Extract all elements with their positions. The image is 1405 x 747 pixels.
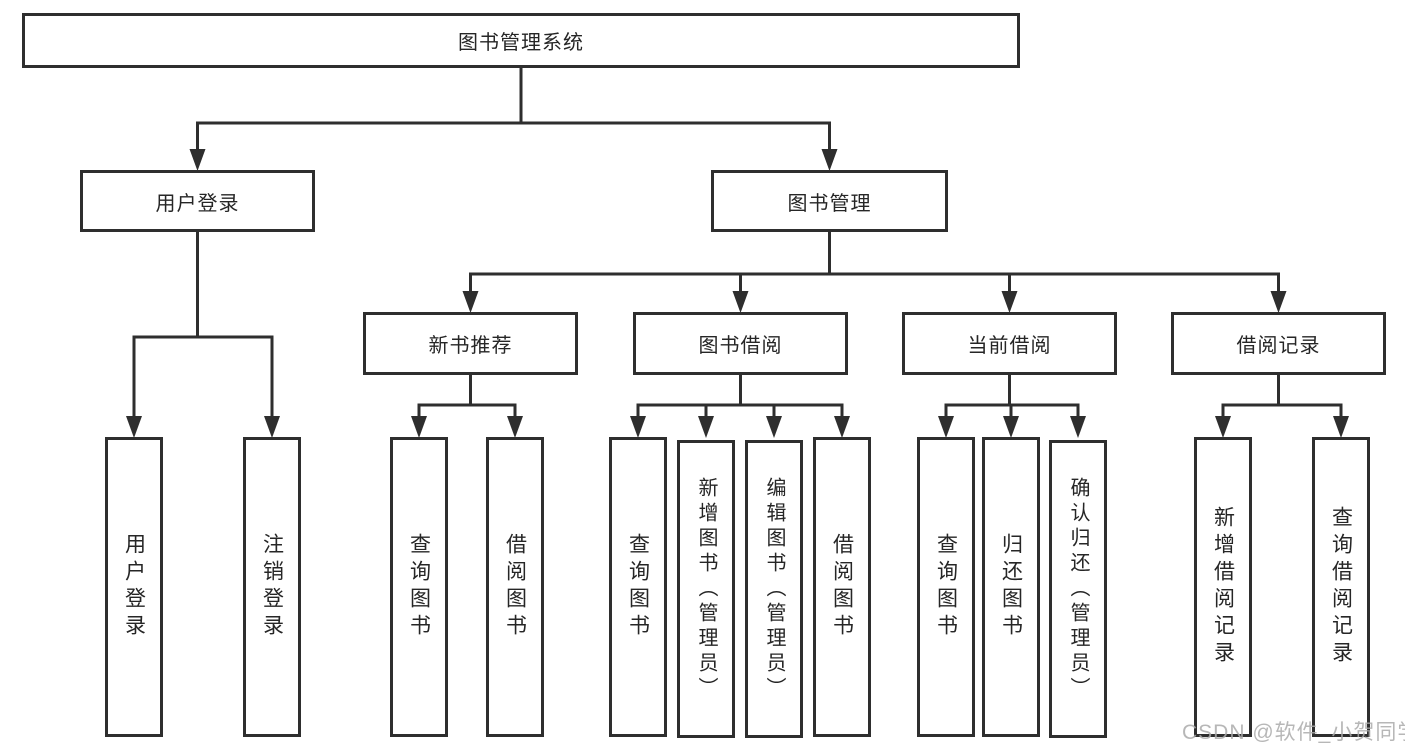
node-root: 图书管理系统 bbox=[22, 13, 1020, 68]
leaf-current-query-books: 查询图书 bbox=[917, 437, 975, 737]
arrowhead-icon bbox=[264, 416, 280, 438]
arrowhead-icon bbox=[411, 416, 427, 438]
leaf-add-borrow-record-label: 新增借阅记录 bbox=[1211, 506, 1235, 668]
arrowhead-icon bbox=[1270, 291, 1287, 313]
arrowhead-icons bbox=[126, 149, 1349, 438]
arrowhead-icon bbox=[938, 416, 954, 438]
arrowhead-icon bbox=[507, 416, 523, 438]
leaf-confirm-return-admin-label: 确认归还（管理员） bbox=[1067, 476, 1089, 702]
leaf-return-books: 归还图书 bbox=[982, 437, 1040, 737]
leaf-borrow-query-books: 查询图书 bbox=[609, 437, 667, 737]
leaf-logout: 注销登录 bbox=[243, 437, 301, 737]
arrowhead-icon bbox=[189, 149, 206, 171]
leaf-query-borrow-record-label: 查询借阅记录 bbox=[1329, 506, 1353, 668]
arrowhead-icon bbox=[821, 149, 838, 171]
leaf-query-borrow-record: 查询借阅记录 bbox=[1312, 437, 1370, 737]
leaf-user-login: 用户登录 bbox=[105, 437, 163, 737]
arrowhead-icon bbox=[732, 291, 749, 313]
arrowhead-icon bbox=[126, 416, 142, 438]
node-new-book-recommend: 新书推荐 bbox=[363, 312, 578, 375]
node-book-borrow-label: 图书借阅 bbox=[698, 335, 783, 357]
arrowhead-icon bbox=[1215, 416, 1231, 438]
leaf-borrow-query-books-label: 查询图书 bbox=[626, 533, 650, 641]
leaf-borrow-borrow-books-label: 借阅图书 bbox=[830, 533, 854, 641]
node-new-book-recommend-label: 新书推荐 bbox=[428, 335, 513, 357]
leaf-recommend-borrow-books-label: 借阅图书 bbox=[503, 533, 527, 641]
node-borrow-records: 借阅记录 bbox=[1171, 312, 1386, 375]
watermark-text: CSDN @软件_小贺同学 bbox=[1182, 721, 1405, 744]
leaf-logout-label: 注销登录 bbox=[260, 533, 284, 641]
leaf-recommend-borrow-books: 借阅图书 bbox=[486, 437, 544, 737]
node-current-borrow: 当前借阅 bbox=[902, 312, 1117, 375]
arrowhead-icon bbox=[834, 416, 850, 438]
leaf-current-query-books-label: 查询图书 bbox=[934, 533, 958, 641]
node-book-borrow: 图书借阅 bbox=[633, 312, 848, 375]
arrowhead-icon bbox=[1333, 416, 1349, 438]
node-user-login-label: 用户登录 bbox=[155, 192, 240, 215]
node-book-management: 图书管理 bbox=[711, 170, 948, 232]
arrowhead-icon bbox=[1070, 416, 1086, 438]
leaf-borrow-borrow-books: 借阅图书 bbox=[813, 437, 871, 737]
arrowhead-icon bbox=[1003, 416, 1019, 438]
arrowhead-icon bbox=[630, 416, 646, 438]
leaf-add-borrow-record: 新增借阅记录 bbox=[1194, 437, 1252, 737]
leaf-return-books-label: 归还图书 bbox=[999, 533, 1023, 641]
leaf-confirm-return-admin: 确认归还（管理员） bbox=[1049, 440, 1107, 738]
arrowhead-icon bbox=[1001, 291, 1018, 313]
leaf-user-login-label: 用户登录 bbox=[122, 533, 146, 641]
arrowhead-icon bbox=[462, 291, 479, 313]
leaf-add-books-admin: 新增图书（管理员） bbox=[677, 440, 735, 738]
arrowhead-icon bbox=[766, 416, 782, 438]
node-book-management-label: 图书管理 bbox=[787, 192, 872, 215]
leaf-edit-books-admin: 编辑图书（管理员） bbox=[745, 440, 803, 738]
leaf-add-books-admin-label: 新增图书（管理员） bbox=[695, 476, 717, 702]
leaf-recommend-query-books-label: 查询图书 bbox=[407, 533, 431, 641]
node-user-login: 用户登录 bbox=[80, 170, 315, 232]
node-current-borrow-label: 当前借阅 bbox=[967, 335, 1052, 357]
node-root-label: 图书管理系统 bbox=[458, 32, 584, 54]
arrowhead-icon bbox=[698, 416, 714, 438]
leaf-edit-books-admin-label: 编辑图书（管理员） bbox=[763, 476, 785, 702]
leaf-recommend-query-books: 查询图书 bbox=[390, 437, 448, 737]
connector-paths bbox=[132, 68, 1343, 418]
node-borrow-records-label: 借阅记录 bbox=[1236, 335, 1321, 357]
